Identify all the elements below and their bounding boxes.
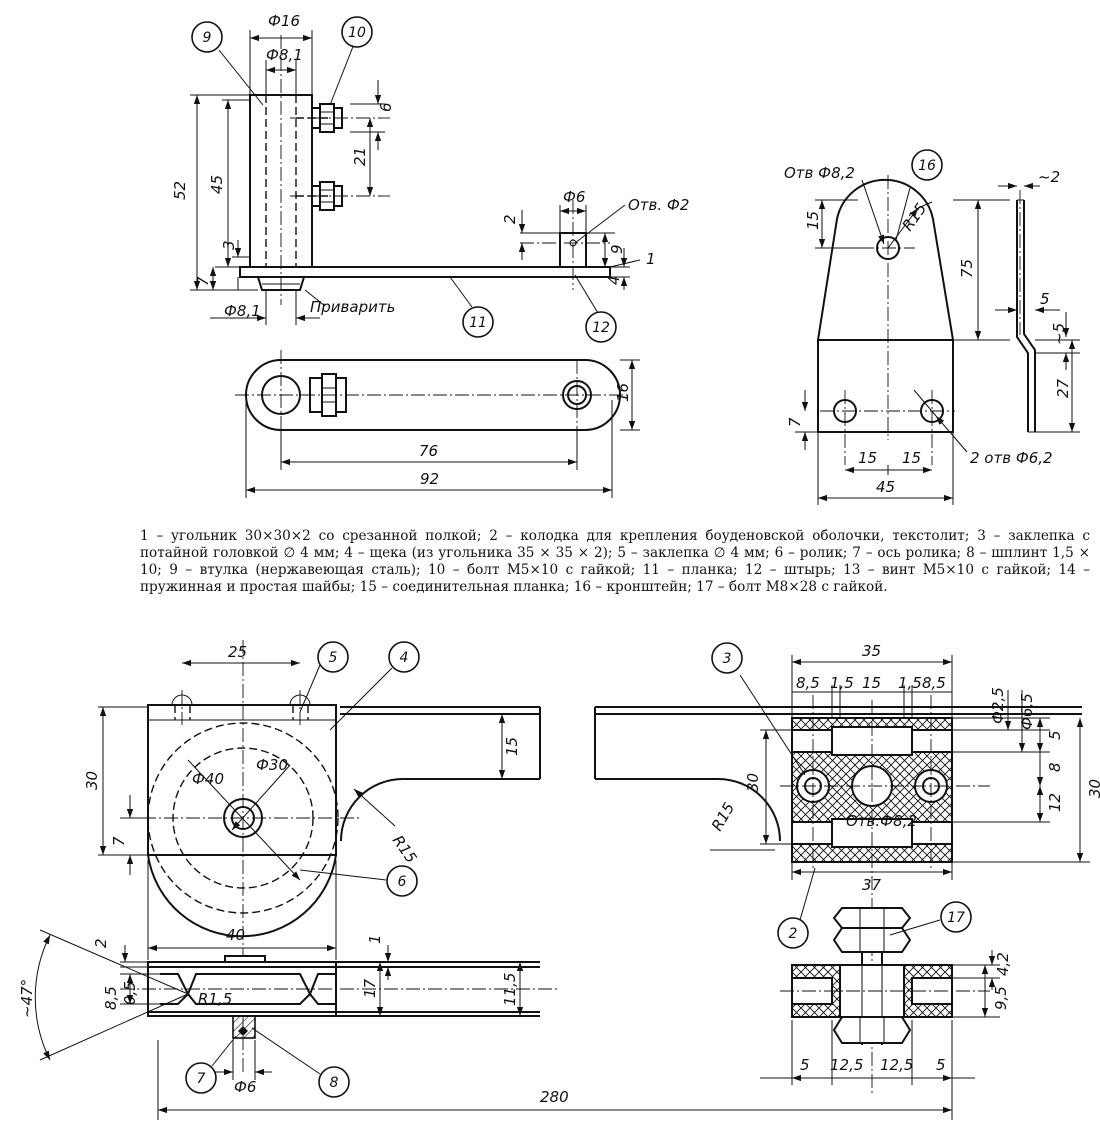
dim-45-bracket: 45 [876, 478, 895, 496]
dim-otv6-2: 2 отв Ф6,2 [970, 449, 1053, 467]
dim-d6-axle: Ф6 [234, 1078, 256, 1096]
dim-7-left: 7 [194, 276, 212, 286]
callout-17: 17 [947, 910, 965, 926]
dim-1-pin: 1 [646, 250, 656, 268]
dim-21: 21 [351, 147, 369, 166]
callout-10: 10 [348, 25, 366, 41]
dim-45: 45 [208, 175, 226, 194]
dim-9-5: 9,5 [992, 986, 1010, 1010]
dim-25: 25 [228, 643, 247, 661]
callout-16: 16 [918, 158, 936, 174]
dim-otv8-2b: Отв.Ф8,2 [846, 812, 917, 830]
dim-15-rail: 15 [503, 737, 521, 756]
callout-2: 2 [789, 926, 798, 942]
dim-17-groove: 17 [361, 978, 379, 998]
dim-92: 92 [420, 470, 439, 488]
weld-note: Приварить [310, 298, 395, 316]
dim-2-bottom: 2 [92, 938, 110, 948]
dim-0-5: 0,5 [121, 981, 139, 1005]
callout-11: 11 [469, 315, 487, 331]
callout-6: 6 [398, 874, 407, 890]
dim-otv2: Отв. Ф2 [628, 196, 689, 214]
dim-12-5a: 12,5 [830, 1056, 863, 1074]
dim-5a-bottom: 5 [800, 1056, 810, 1074]
dim-r15-a: R15 [389, 832, 421, 867]
dim-8-5b: 8,5 [922, 674, 946, 692]
dim-angle-47: ~47° [18, 979, 36, 1018]
dim-76: 76 [419, 442, 438, 460]
dim-52: 52 [171, 181, 189, 200]
dim-8-5a: 8,5 [796, 674, 820, 692]
dim-8-5: 8,5 [102, 986, 120, 1010]
dim-d6-pin: Ф6 [563, 188, 585, 206]
dim-d8-1b: Ф8,1 [224, 302, 261, 320]
dim-12-5b: 12,5 [880, 1056, 913, 1074]
dim-4-2: 4,2 [994, 952, 1012, 976]
bracket-view [795, 149, 1080, 505]
dim-2-pin: 2 [501, 214, 519, 224]
dim-40: 40 [226, 926, 245, 944]
dim-d40: Ф40 [192, 770, 224, 788]
dim-d16: Ф16 [268, 12, 300, 30]
dim-37: 37 [862, 876, 882, 894]
dimension-labels: Ф16 Ф8,1 6 21 52 45 3 7 Ф8,1 Приварить Ф… [18, 12, 1100, 1106]
dim-r1-5: R1,5 [198, 990, 232, 1008]
callout-4: 4 [400, 650, 409, 666]
dim-7-bracket: 7 [786, 417, 804, 427]
dim-280: 280 [540, 1088, 569, 1106]
dim-approx-5: ~5 [1050, 323, 1068, 345]
plate-top-view [235, 350, 640, 498]
dim-1-5a: 1,5 [830, 674, 854, 692]
dim-d2-5: Ф2,5 [989, 687, 1007, 724]
dim-15-bracket: 15 [804, 211, 822, 230]
callout-3: 3 [723, 651, 732, 667]
dim-15a: 15 [858, 449, 877, 467]
dim-35: 35 [862, 642, 881, 660]
callout-7: 7 [197, 1071, 206, 1087]
roller-assembly-view [34, 640, 952, 1120]
dim-5b-bottom: 5 [936, 1056, 946, 1074]
dim-7-roll: 7 [110, 836, 128, 846]
dim-4-pin: 4 [605, 275, 623, 285]
callout-8: 8 [330, 1075, 339, 1091]
dim-30-left: 30 [83, 771, 101, 790]
dim-1-bottom: 1 [366, 934, 384, 944]
callout-12: 12 [592, 320, 610, 336]
dim-75: 75 [958, 259, 976, 278]
dim-3: 3 [220, 240, 238, 250]
dim-1-5b: 1,5 [898, 674, 922, 692]
dim-15-block: 15 [862, 674, 881, 692]
dim-15b: 15 [902, 449, 921, 467]
dim-r15-b: R15 [708, 799, 738, 834]
clamp-block-view [594, 642, 1090, 1120]
dim-27: 27 [1054, 378, 1072, 398]
dim-d8-1: Ф8,1 [266, 46, 303, 64]
dim-otv8-2: Отв Ф8,2 [784, 164, 855, 182]
dim-5-block: 5 [1046, 730, 1064, 740]
dim-16-plate: 16 [614, 383, 632, 402]
dim-11-5: 11,5 [501, 973, 519, 1006]
dim-9-pin: 9 [608, 244, 626, 254]
sleeve-plate-side-view [190, 16, 641, 343]
dim-approx-2: ~2 [1038, 168, 1060, 186]
callout-5: 5 [329, 650, 338, 666]
dim-d6-5: Ф6,5 [1018, 693, 1036, 730]
dim-8-block: 8 [1046, 762, 1064, 772]
parts-legend: 1 – угольник 30×30×2 со срезанной полкой… [140, 528, 1090, 595]
dim-5-bracket: 5 [1040, 290, 1050, 308]
dim-6-top: 6 [377, 102, 395, 112]
callout-9: 9 [203, 30, 212, 46]
callout-labels: 9 10 11 12 16 5 4 6 7 8 3 2 17 [197, 25, 965, 1091]
dim-30-block: 30 [1086, 779, 1100, 798]
dim-30-block-left: 30 [744, 773, 762, 792]
dim-d30: Ф30 [256, 756, 288, 774]
dim-12-block: 12 [1046, 793, 1064, 812]
